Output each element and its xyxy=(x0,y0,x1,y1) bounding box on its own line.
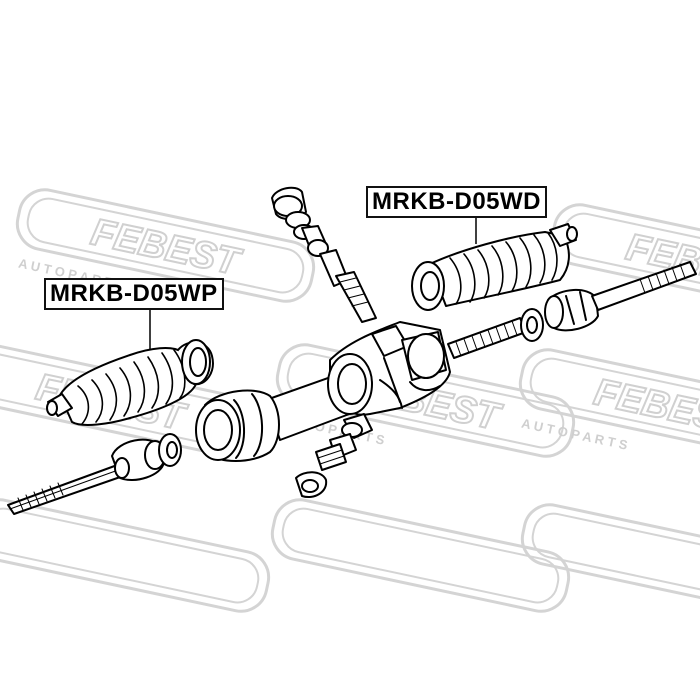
gear-housing xyxy=(327,321,451,416)
watermark-bottom-left xyxy=(0,498,271,613)
left-tie-rod xyxy=(7,463,127,515)
part-number-label-right-boot: MRKB-D05WD xyxy=(366,186,547,218)
steering-rack-drawing xyxy=(7,186,697,515)
right-tie-rod xyxy=(591,261,697,311)
watermark-bottom-center xyxy=(270,498,571,613)
part-number-label-left-boot: MRKB-D05WP xyxy=(44,278,224,310)
pinion-upper-assembly xyxy=(271,186,377,323)
watermark-right: FEBEST A U T O P A R T S xyxy=(518,348,700,463)
left-boot-ring xyxy=(177,339,214,386)
left-washer xyxy=(158,433,182,467)
left-ball-joint xyxy=(111,438,166,481)
left-boot xyxy=(46,347,197,426)
leader-lines xyxy=(149,216,477,350)
left-mount-bushing xyxy=(195,389,280,462)
right-washer xyxy=(520,308,544,342)
right-ball-joint xyxy=(544,289,599,332)
adjuster-lower-assembly xyxy=(295,413,373,498)
right-boot xyxy=(411,223,578,311)
watermark-bottom-right xyxy=(520,503,700,618)
rack-threaded-section xyxy=(447,317,527,359)
